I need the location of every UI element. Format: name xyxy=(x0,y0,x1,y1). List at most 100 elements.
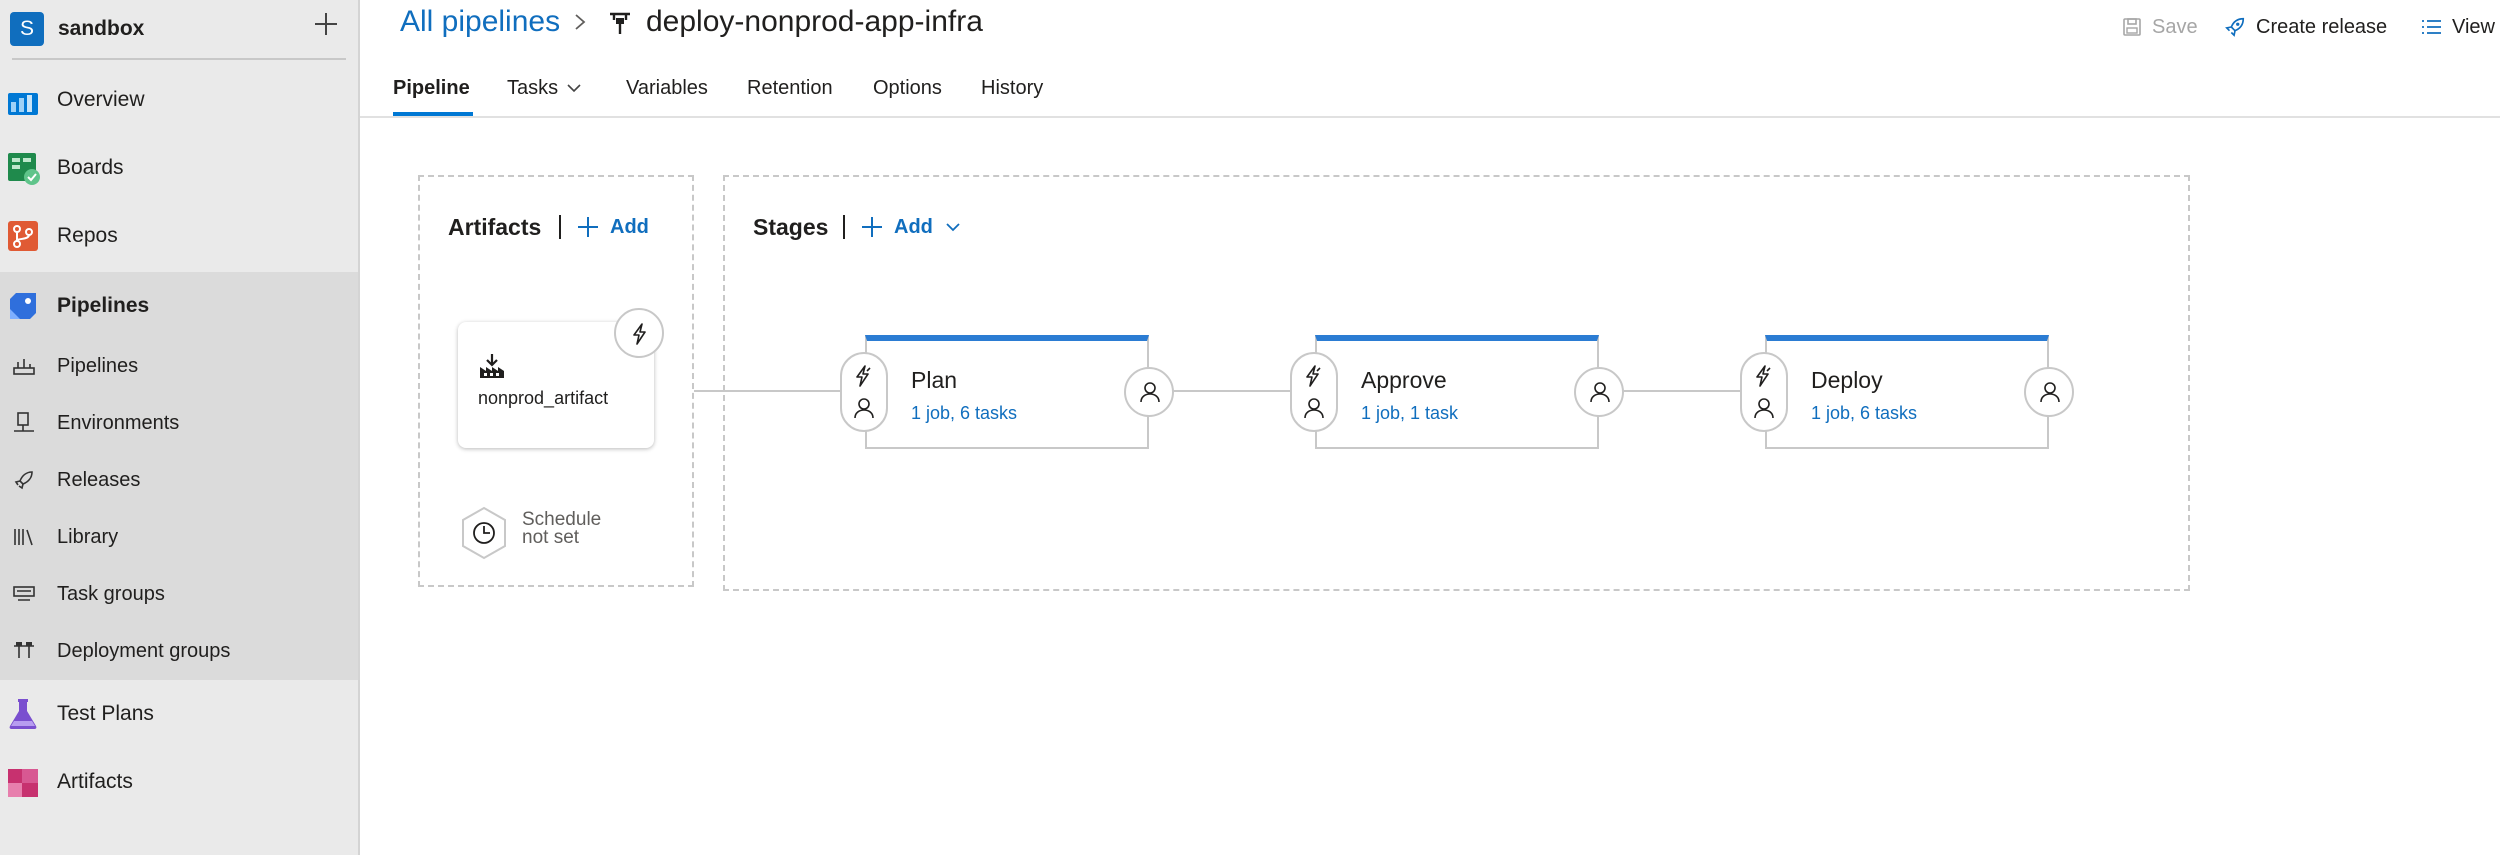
continuous-deployment-trigger[interactable] xyxy=(614,308,664,358)
view-label: View xyxy=(2452,15,2495,38)
subnav-item-pipelines[interactable]: Pipelines xyxy=(0,340,358,396)
test-plans-icon xyxy=(9,699,37,729)
approver-person-icon xyxy=(1754,398,1774,419)
nav-item-pipelines[interactable]: Pipelines xyxy=(0,272,358,340)
stage-job-summary[interactable]: 1 job, 6 tasks xyxy=(911,403,1018,423)
add-stage-label: Add xyxy=(894,216,933,238)
plus-icon xyxy=(862,217,882,237)
trigger-lightning-icon xyxy=(856,365,871,387)
stage-name: Deploy xyxy=(1811,367,1883,393)
chevron-right-icon xyxy=(575,14,586,30)
stage-job-summary[interactable]: 1 job, 1 task xyxy=(1361,403,1459,423)
post-deployment-conditions-approve[interactable] xyxy=(1574,367,1624,417)
pre-deployment-conditions-plan[interactable] xyxy=(840,352,888,432)
chevron-down-icon xyxy=(567,84,581,93)
stages-title: Stages xyxy=(753,214,829,240)
chevron-down-icon xyxy=(946,223,960,232)
subnav-label-library: Library xyxy=(57,526,119,548)
build-artifact-icon xyxy=(480,354,504,378)
subnav-label-deployment-groups: Deployment groups xyxy=(57,640,231,662)
trigger-lightning-icon xyxy=(1306,365,1321,387)
stage-job-summary[interactable]: 1 job, 6 tasks xyxy=(1811,403,1918,423)
tab-variables[interactable]: Variables xyxy=(626,77,708,99)
overview-icon xyxy=(8,93,38,115)
create-release-label: Create release xyxy=(2256,15,2388,38)
subnav-item-task-groups[interactable]: Task groups xyxy=(0,568,358,624)
pre-deployment-conditions-deploy[interactable] xyxy=(1740,352,1788,432)
stage-name: Plan xyxy=(911,367,958,393)
nav-label-pipelines: Pipelines xyxy=(57,294,150,317)
stage-card-plan[interactable]: Plan 1 job, 6 tasks xyxy=(865,335,1149,449)
approver-person-icon xyxy=(854,398,874,419)
list-icon xyxy=(2422,20,2441,34)
nav-item-overview[interactable]: Overview xyxy=(0,66,358,134)
plan-to-approve-connector xyxy=(1172,390,1292,392)
nav-item-repos[interactable]: Repos xyxy=(0,202,358,270)
subnav-label-environments: Environments xyxy=(57,412,180,434)
nav-label-artifacts: Artifacts xyxy=(57,770,133,793)
pipeline-title[interactable]: deploy-nonprod-app-infra xyxy=(646,5,983,38)
nav-label-overview: Overview xyxy=(57,88,145,111)
subnav-item-releases[interactable]: Releases xyxy=(0,454,358,510)
post-deployment-conditions-deploy[interactable] xyxy=(2024,367,2074,417)
org-divider xyxy=(12,58,346,60)
tab-history[interactable]: History xyxy=(981,77,1044,99)
environments-icon xyxy=(14,412,34,432)
trigger-lightning-icon xyxy=(1756,365,1771,387)
subnav-item-library[interactable]: Library xyxy=(0,511,358,567)
stage-card-approve[interactable]: Approve 1 job, 1 task xyxy=(1315,335,1599,449)
rocket-icon xyxy=(2225,17,2245,37)
deployment-groups-icon xyxy=(14,642,34,658)
subnav-label-pipelines: Pipelines xyxy=(57,355,139,377)
schedule-trigger[interactable]: Schedule not set xyxy=(458,505,658,561)
artifact-name: nonprod_artifact xyxy=(478,388,609,408)
org-name[interactable]: sandbox xyxy=(58,17,145,40)
subnav-item-environments[interactable]: Environments xyxy=(0,397,358,453)
stages-title-divider xyxy=(843,215,845,239)
org-avatar: S xyxy=(10,12,44,46)
pre-deployment-conditions-approve[interactable] xyxy=(1290,352,1338,432)
lightning-icon xyxy=(633,323,646,345)
tab-options[interactable]: Options xyxy=(873,77,942,99)
artifact-to-plan-connector xyxy=(694,390,842,392)
subnav-item-deployment-groups[interactable]: Deployment groups xyxy=(0,625,358,681)
tab-tasks-label: Tasks xyxy=(507,77,559,99)
schedule-status: Schedule not set xyxy=(522,509,602,547)
tab-pipeline[interactable]: Pipeline xyxy=(393,77,470,99)
clock-icon xyxy=(462,506,506,560)
subnav-label-task-groups: Task groups xyxy=(57,583,165,605)
active-tab-indicator xyxy=(393,112,473,116)
nav-label-boards: Boards xyxy=(57,156,124,179)
create-release-button[interactable]: Create release xyxy=(2224,12,2387,42)
schedule-line-1: Schedule xyxy=(522,509,602,530)
save-button[interactable]: Save xyxy=(2122,12,2198,42)
boards-icon xyxy=(8,153,40,185)
add-artifact-button[interactable]: Add xyxy=(576,212,649,242)
rocket-icon xyxy=(14,471,33,490)
pipeline-steps-icon xyxy=(13,359,35,375)
nav-item-artifacts[interactable]: Artifacts xyxy=(0,748,358,816)
nav-item-boards[interactable]: Boards xyxy=(0,134,358,202)
approver-person-icon xyxy=(1304,398,1324,419)
library-icon xyxy=(14,529,33,546)
nav-label-repos: Repos xyxy=(57,224,118,247)
stage-card-deploy[interactable]: Deploy 1 job, 6 tasks xyxy=(1765,335,2049,449)
org-row[interactable]: S sandbox xyxy=(0,0,358,56)
tab-retention[interactable]: Retention xyxy=(747,77,833,99)
add-stage-button[interactable]: Add xyxy=(860,212,961,242)
artifacts-package-icon xyxy=(8,769,38,797)
view-button[interactable]: View xyxy=(2420,12,2495,42)
approver-person-icon xyxy=(1140,382,1160,403)
post-deployment-conditions-plan[interactable] xyxy=(1124,367,1174,417)
artifacts-title: Artifacts xyxy=(448,214,542,240)
approve-to-deploy-connector xyxy=(1622,390,1742,392)
approver-person-icon xyxy=(1590,382,1610,403)
plus-icon[interactable] xyxy=(312,10,340,38)
stage-name: Approve xyxy=(1361,367,1447,393)
plus-icon xyxy=(578,217,598,237)
artifacts-title-divider xyxy=(559,215,561,239)
breadcrumb-all-pipelines[interactable]: All pipelines xyxy=(400,5,561,38)
save-label: Save xyxy=(2152,15,2198,38)
tab-tasks[interactable]: Tasks xyxy=(507,70,582,106)
nav-item-test-plans[interactable]: Test Plans xyxy=(0,680,358,748)
